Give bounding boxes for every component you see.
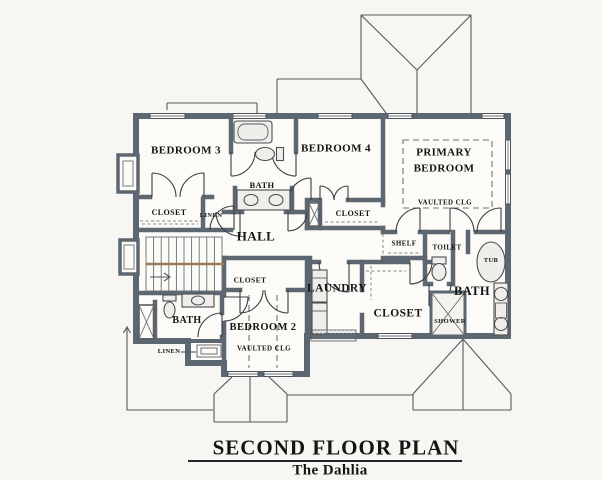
- washer-dryer-icon: [311, 269, 328, 335]
- doors: [151, 151, 502, 338]
- label-bath-primary: BATH: [453, 283, 491, 298]
- primary-vaulted-ceiling-outline: [402, 139, 493, 209]
- label-laundry: LAUNDRY: [307, 282, 367, 295]
- interior-walls: [133, 113, 511, 377]
- label-linen-lower: LINEN: [157, 347, 181, 355]
- shower-icon: [429, 290, 467, 338]
- vanity-icon-middle-bath: [236, 189, 291, 211]
- tub-icon-middle-bath: [233, 120, 273, 144]
- tub-icon-primary: [476, 241, 506, 283]
- plan-title: SECOND FLOOR PLAN: [212, 435, 460, 460]
- label-closet-bedroom2: CLOSET: [233, 275, 267, 285]
- vanity-icon-primary-bath: [493, 282, 509, 336]
- label-linen-upper: LINEN: [199, 211, 223, 219]
- label-closet-bedroom3: CLOSET: [151, 208, 187, 217]
- toilet-icon-primary: [431, 256, 447, 282]
- label-toilet: TOILET: [432, 243, 462, 252]
- label-hall: HALL: [236, 228, 276, 244]
- closet-chase-bedroom4: [308, 202, 321, 227]
- windows: [149, 113, 511, 377]
- label-shelf: SHELF: [391, 239, 417, 248]
- label-tub: TUB: [483, 256, 499, 264]
- stair-direction-arrow: [150, 272, 171, 282]
- label-primary-line1: PRIMARY: [416, 146, 472, 159]
- plan-subtitle: The Dahlia: [292, 462, 368, 479]
- stairs: [145, 236, 224, 292]
- label-primary-line2: BEDROOM: [413, 162, 475, 175]
- label-primary-vaulted: VAULTED CLG: [417, 198, 473, 207]
- label-closet-bedroom4: CLOSET: [335, 209, 371, 218]
- chase-icon: [138, 304, 155, 340]
- dashed-lines: [140, 139, 493, 368]
- label-bedroom4: BEDROOM 4: [301, 142, 371, 155]
- laundry-stipple-strip: [310, 329, 357, 342]
- label-bedroom2: BEDROOM 2: [229, 321, 297, 333]
- label-bedroom3: BEDROOM 3: [151, 144, 221, 157]
- toilet-icon-middle-bath: [254, 146, 285, 162]
- exterior-walls: [116, 113, 511, 377]
- fixtures: [138, 120, 509, 358]
- bedroom2-vaulted-ceiling-lines: [248, 295, 278, 368]
- label-shower: SHOWER: [434, 317, 466, 325]
- toilet-icon-hall-bath: [162, 294, 177, 319]
- label-closet-primary: CLOSET: [373, 307, 423, 320]
- stair-bay-window: [118, 238, 140, 276]
- label-bedroom2-vaulted: VAULTED CLG: [236, 344, 292, 353]
- roof-lines: [123, 14, 512, 423]
- label-bath-hall: BATH: [172, 315, 202, 326]
- title-underline: [188, 460, 462, 462]
- vanity-icon-hall-bath: [181, 293, 215, 308]
- label-bath-middle: BATH: [249, 179, 275, 190]
- linen-cabinet-icon: [196, 344, 222, 358]
